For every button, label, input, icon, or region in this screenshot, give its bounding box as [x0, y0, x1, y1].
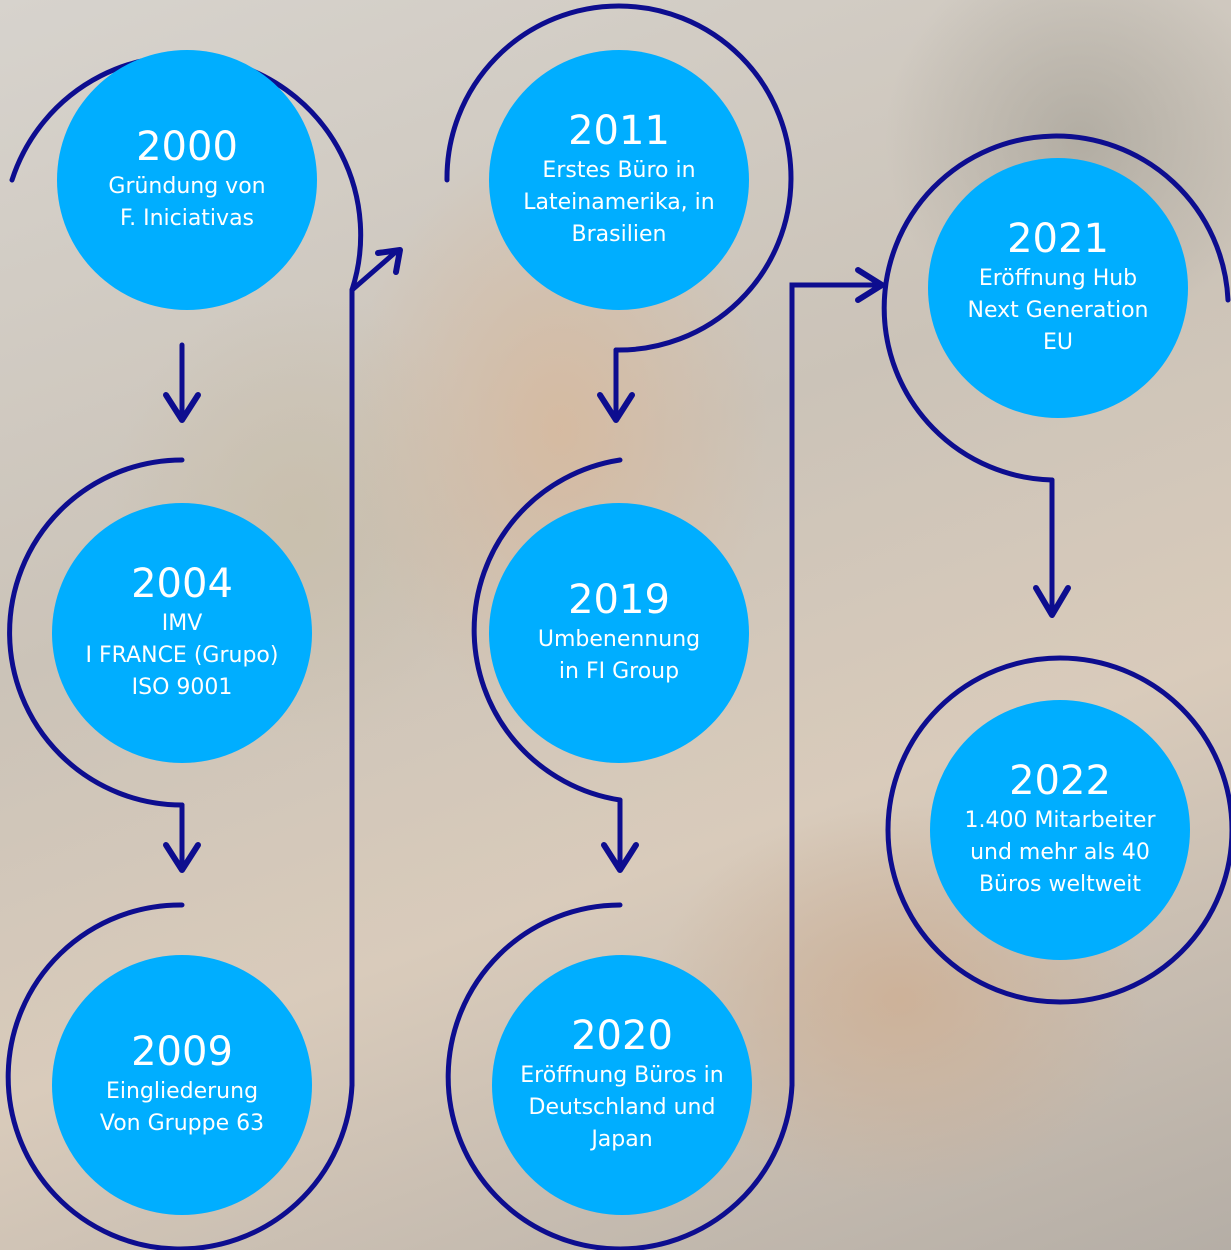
ring-arc-2011 [444, 3, 794, 353]
milestone-year: 2009 [131, 1029, 233, 1076]
milestone-year: 2022 [1009, 758, 1111, 805]
milestone-year: 2019 [568, 577, 670, 624]
arrowhead-2021 [855, 267, 885, 303]
milestone-year: 2011 [568, 108, 670, 155]
milestone-text: Eingliederung Von Gruppe 63 [99, 1079, 265, 1136]
ring-arc-2009 [5, 902, 355, 1250]
arrowhead-2011 [375, 247, 403, 275]
milestone-text: 1.400 Mitarbeiter und mehr als 40 Büros … [964, 808, 1156, 897]
milestone-2022: 2022 1.400 Mitarbeiter und mehr als 40 B… [930, 700, 1190, 960]
ring-arc-2020 [445, 902, 795, 1250]
connector-2020-2021 [789, 282, 885, 1088]
ring-arc-2021 [881, 133, 1231, 483]
milestone-year: 2000 [136, 124, 238, 171]
arrowhead-2004 [163, 392, 201, 423]
milestone-2011: 2011 Erstes Büro in Lateinamerika, in Br… [489, 50, 749, 310]
ring-arc-2019 [471, 457, 623, 803]
milestone-text: Gründung von F. Iniciativas [108, 174, 266, 231]
milestone-2021: 2021 Eröffnung Hub Next Generation EU [928, 158, 1188, 418]
milestone-year: 2020 [571, 1013, 673, 1060]
milestone-text: Eröffnung Hub Next Generation EU [967, 266, 1149, 355]
milestone-2004: 2004 IMV I FRANCE (Grupo) ISO 9001 [52, 503, 312, 763]
milestone-2020: 2020 Eröffnung Büros in Deutschland und … [492, 955, 752, 1215]
milestone-text: Erstes Büro in Lateinamerika, in Brasili… [523, 158, 715, 247]
milestone-text: Umbenennung in FI Group [537, 627, 701, 684]
arrowhead-2022 [1033, 585, 1071, 618]
milestone-text: IMV I FRANCE (Grupo) ISO 9001 [85, 611, 279, 700]
connector-2009-2011 [349, 247, 401, 1088]
milestone-2019: 2019 Umbenennung in FI Group [489, 503, 749, 763]
milestone-text: Eröffnung Büros in Deutschland und Japan [520, 1063, 724, 1152]
milestone-year: 2021 [1007, 216, 1109, 263]
milestone-2000: 2000 Gründung von F. Iniciativas [57, 50, 317, 310]
arrowhead-2009 [163, 842, 201, 873]
arrowhead-2020 [601, 842, 639, 873]
ring-arc-2022 [885, 655, 1231, 1005]
arrowhead-2019 [597, 392, 635, 423]
milestone-year: 2004 [131, 561, 233, 608]
ring-arc-2004 [7, 457, 185, 808]
milestone-2009: 2009 Eingliederung Von Gruppe 63 [52, 955, 312, 1215]
